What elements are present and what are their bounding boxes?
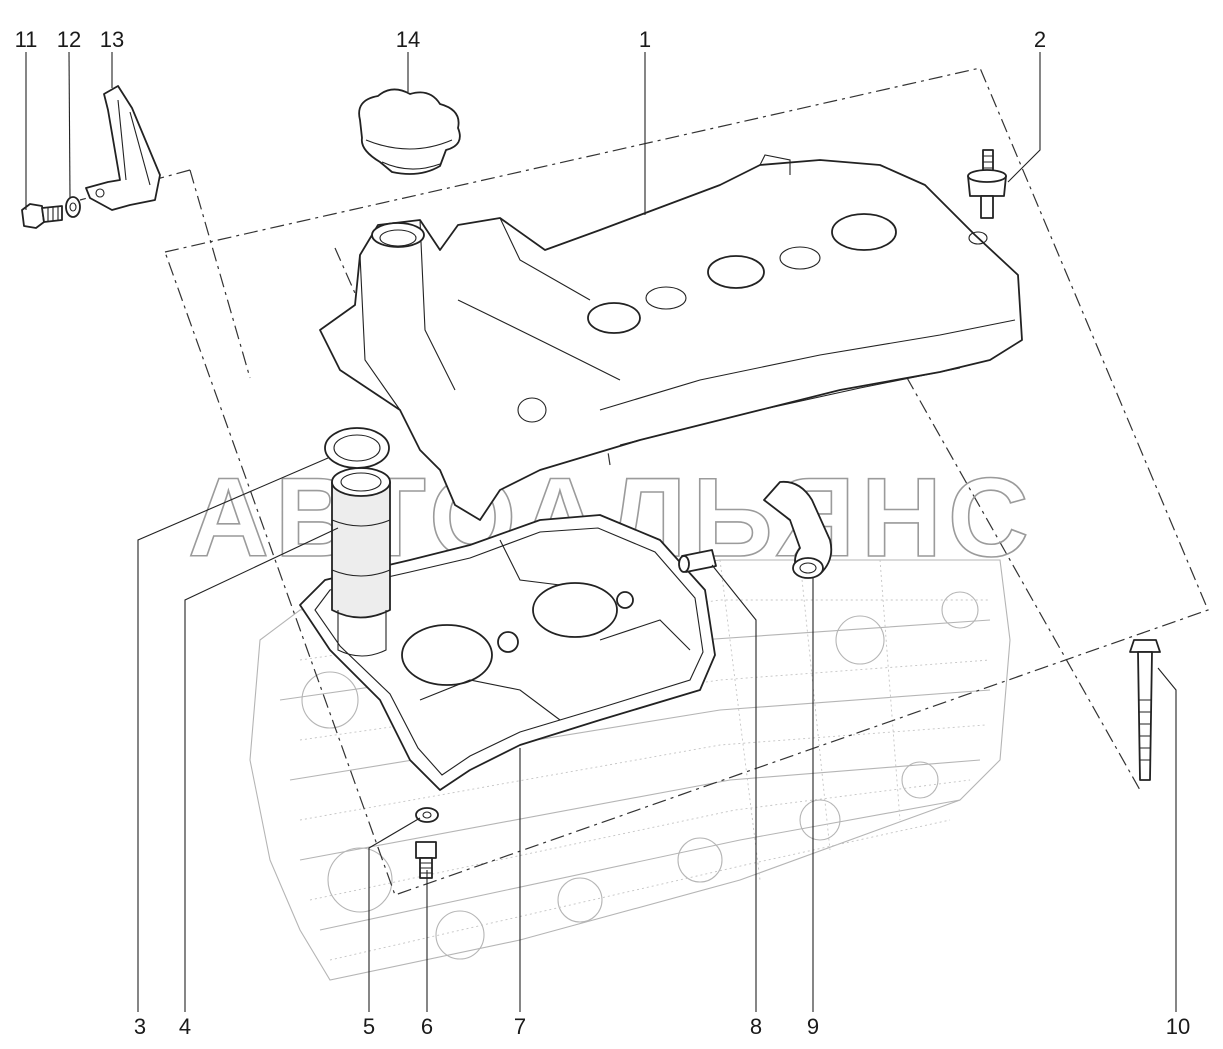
part-9-breather-hose (763, 480, 833, 579)
callout-6: 6 (421, 1014, 433, 1039)
callout-8: 8 (750, 1014, 762, 1039)
callout-11: 11 (15, 27, 38, 52)
part-4-filler-neck (331, 467, 391, 657)
part-8-fitting (678, 549, 717, 573)
callout-9: 9 (807, 1014, 819, 1039)
part-6-bolt (415, 841, 437, 879)
callout-4: 4 (179, 1014, 191, 1039)
part-14-filler-cap (358, 88, 461, 175)
part-3-o-ring (324, 427, 390, 469)
part-10-long-bolt (1129, 639, 1161, 781)
leader-lines (25, 51, 1177, 1012)
part-2-damper-stud (967, 149, 1007, 219)
part-13-bracket (85, 85, 161, 211)
part-1-valve-cover (319, 154, 1023, 521)
callout-14: 14 (396, 27, 420, 52)
callout-13: 13 (100, 27, 124, 52)
callout-2: 2 (1034, 27, 1046, 52)
callout-labels: 1 2 3 4 5 6 7 8 9 10 11 12 13 14 (15, 27, 1191, 1039)
part-12-washer (65, 196, 81, 218)
callout-12: 12 (57, 27, 81, 52)
part-5-washer (415, 807, 439, 823)
callout-7: 7 (514, 1014, 526, 1039)
callout-5: 5 (363, 1014, 375, 1039)
part-11-bolt (21, 203, 63, 229)
callout-1: 1 (639, 27, 651, 52)
part-7-baffle-plate (299, 514, 716, 791)
callout-10: 10 (1166, 1014, 1190, 1039)
callout-3: 3 (134, 1014, 146, 1039)
